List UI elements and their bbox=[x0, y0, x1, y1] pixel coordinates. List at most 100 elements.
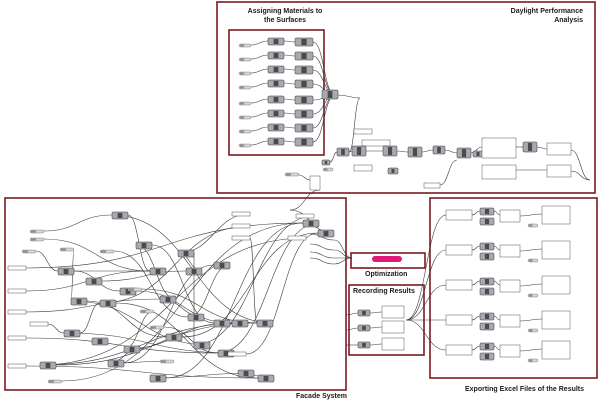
text-panel[interactable] bbox=[541, 340, 571, 360]
component-node[interactable] bbox=[382, 145, 398, 157]
text-panel[interactable] bbox=[287, 235, 307, 241]
text-panel[interactable] bbox=[7, 363, 27, 369]
component-node[interactable] bbox=[357, 324, 371, 332]
component-node[interactable] bbox=[267, 65, 285, 74]
component-node[interactable] bbox=[294, 95, 314, 105]
component-node[interactable] bbox=[177, 249, 195, 258]
text-panel[interactable] bbox=[481, 137, 517, 159]
component-node[interactable] bbox=[91, 337, 109, 346]
component-node[interactable] bbox=[267, 137, 285, 146]
text-panel[interactable] bbox=[546, 164, 572, 178]
component-node[interactable] bbox=[294, 123, 314, 133]
component-node[interactable] bbox=[267, 123, 285, 132]
text-panel[interactable] bbox=[499, 209, 521, 223]
component-node[interactable] bbox=[294, 79, 314, 89]
component-node[interactable] bbox=[479, 252, 495, 261]
text-panel[interactable] bbox=[353, 128, 373, 135]
component-node[interactable] bbox=[256, 319, 274, 328]
component-node[interactable] bbox=[387, 167, 399, 175]
text-panel[interactable] bbox=[381, 320, 405, 334]
number-slider[interactable] bbox=[284, 172, 300, 177]
text-panel[interactable] bbox=[445, 209, 473, 221]
component-node[interactable] bbox=[294, 137, 314, 147]
text-panel[interactable] bbox=[231, 211, 251, 217]
component-node[interactable] bbox=[231, 319, 249, 328]
optimization-group-frame[interactable] bbox=[350, 252, 426, 269]
component-node[interactable] bbox=[456, 147, 472, 159]
text-panel[interactable] bbox=[541, 310, 571, 330]
text-panel[interactable] bbox=[381, 337, 405, 351]
component-node[interactable] bbox=[267, 37, 285, 46]
component-node[interactable] bbox=[302, 219, 320, 228]
number-slider[interactable] bbox=[238, 43, 252, 48]
component-node[interactable] bbox=[213, 261, 231, 270]
component-node[interactable] bbox=[123, 345, 141, 354]
component-node[interactable] bbox=[267, 95, 285, 104]
component-node[interactable] bbox=[257, 374, 275, 383]
component-node[interactable] bbox=[479, 217, 495, 226]
text-panel[interactable] bbox=[231, 235, 251, 241]
number-slider[interactable] bbox=[527, 328, 539, 333]
text-panel[interactable] bbox=[481, 164, 517, 180]
text-panel[interactable] bbox=[295, 213, 315, 219]
component-node[interactable] bbox=[165, 333, 183, 342]
number-slider[interactable] bbox=[238, 129, 252, 134]
number-slider[interactable] bbox=[238, 115, 252, 120]
component-node[interactable] bbox=[237, 369, 255, 378]
component-node[interactable] bbox=[479, 242, 495, 251]
component-node[interactable] bbox=[39, 361, 57, 370]
component-node[interactable] bbox=[294, 65, 314, 75]
component-node[interactable] bbox=[149, 374, 167, 383]
component-node[interactable] bbox=[159, 295, 177, 304]
text-panel[interactable] bbox=[7, 265, 27, 271]
text-panel[interactable] bbox=[29, 321, 49, 327]
number-slider[interactable] bbox=[29, 229, 45, 234]
component-node[interactable] bbox=[336, 147, 350, 157]
component-node[interactable] bbox=[85, 277, 103, 286]
exporting-group-frame[interactable] bbox=[429, 197, 598, 379]
number-slider[interactable] bbox=[47, 379, 63, 384]
number-slider[interactable] bbox=[149, 325, 165, 330]
text-panel[interactable] bbox=[445, 279, 473, 291]
number-slider[interactable] bbox=[139, 309, 155, 314]
component-node[interactable] bbox=[57, 267, 75, 276]
text-panel[interactable] bbox=[499, 279, 521, 293]
component-node[interactable] bbox=[472, 150, 484, 158]
component-node[interactable] bbox=[321, 89, 339, 100]
component-node[interactable] bbox=[294, 37, 314, 47]
component-node[interactable] bbox=[267, 51, 285, 60]
text-panel[interactable] bbox=[445, 344, 473, 356]
component-node[interactable] bbox=[267, 79, 285, 88]
text-panel[interactable] bbox=[499, 344, 521, 358]
materials-group-frame[interactable] bbox=[228, 29, 325, 156]
number-slider[interactable] bbox=[238, 85, 252, 90]
text-panel[interactable] bbox=[227, 351, 247, 357]
number-slider[interactable] bbox=[127, 287, 143, 292]
text-panel[interactable] bbox=[353, 164, 373, 172]
galapagos-solver-icon[interactable] bbox=[372, 256, 402, 262]
component-node[interactable] bbox=[357, 309, 371, 317]
text-panel[interactable] bbox=[541, 240, 571, 260]
number-slider[interactable] bbox=[159, 359, 175, 364]
text-panel[interactable] bbox=[381, 305, 405, 319]
component-node[interactable] bbox=[185, 267, 203, 276]
text-panel[interactable] bbox=[445, 314, 473, 326]
facade-group-frame[interactable] bbox=[4, 197, 347, 391]
component-node[interactable] bbox=[63, 329, 81, 338]
number-slider[interactable] bbox=[238, 71, 252, 76]
text-panel[interactable] bbox=[7, 288, 27, 294]
component-node[interactable] bbox=[294, 51, 314, 61]
component-node[interactable] bbox=[432, 145, 446, 155]
component-node[interactable] bbox=[479, 342, 495, 351]
component-node[interactable] bbox=[407, 146, 423, 158]
component-node[interactable] bbox=[187, 313, 205, 322]
component-node[interactable] bbox=[479, 207, 495, 216]
number-slider[interactable] bbox=[29, 237, 45, 242]
text-panel[interactable] bbox=[546, 142, 572, 156]
component-node[interactable] bbox=[70, 297, 88, 306]
component-node[interactable] bbox=[479, 322, 495, 331]
component-node[interactable] bbox=[149, 267, 167, 276]
component-node[interactable] bbox=[135, 241, 153, 250]
component-node[interactable] bbox=[357, 341, 371, 349]
